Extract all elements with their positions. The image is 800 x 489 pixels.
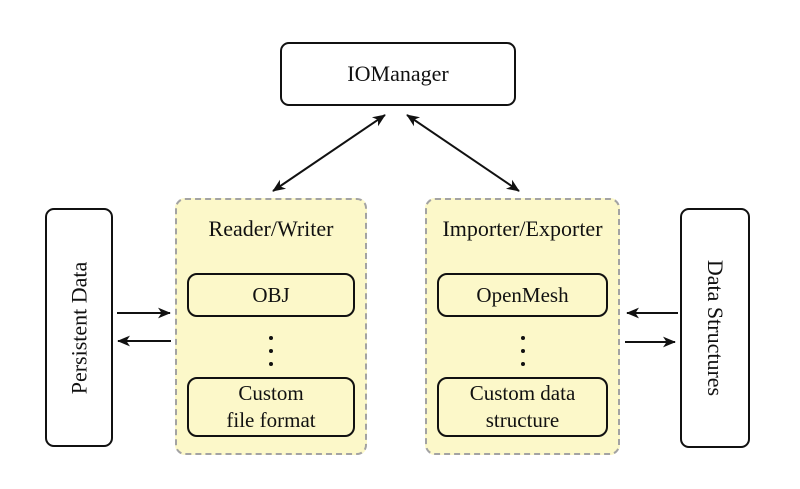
importer-exporter-title: Importer/Exporter	[442, 216, 603, 241]
custom-file-format-line2: file format	[226, 408, 316, 432]
vertical-ellipsis-icon	[427, 336, 618, 366]
data-structures-label: Data Structures	[703, 259, 729, 397]
vertical-ellipsis-icon	[177, 336, 365, 366]
reader-writer-group: Reader/Writer OBJ Custom file format	[175, 198, 367, 455]
openmesh-box: OpenMesh	[437, 273, 608, 317]
persistent-data-label: Persistent Data	[66, 261, 91, 394]
persistent-data-box: Persistent Data	[45, 208, 113, 447]
reader-writer-title: Reader/Writer	[208, 216, 334, 241]
obj-label: OBJ	[252, 282, 290, 307]
custom-file-format-line1: Custom	[238, 381, 304, 405]
iomanager-label: IOManager	[347, 61, 449, 86]
custom-file-format-box: Custom file format	[187, 377, 355, 437]
arrow-iomanager-importerexporter	[406, 114, 520, 192]
arrow-iomanager-readerwriter	[272, 114, 386, 192]
obj-box: OBJ	[187, 273, 355, 317]
data-structures-box: Data Structures	[680, 208, 750, 448]
custom-data-structure-line2: structure	[485, 408, 560, 432]
iomanager-box: IOManager	[280, 42, 516, 106]
custom-data-structure-line1: Custom data	[469, 381, 576, 405]
importer-exporter-group: Importer/Exporter OpenMesh Custom data s…	[425, 198, 620, 455]
openmesh-label: OpenMesh	[476, 282, 569, 307]
custom-data-structure-box: Custom data structure	[437, 377, 608, 437]
